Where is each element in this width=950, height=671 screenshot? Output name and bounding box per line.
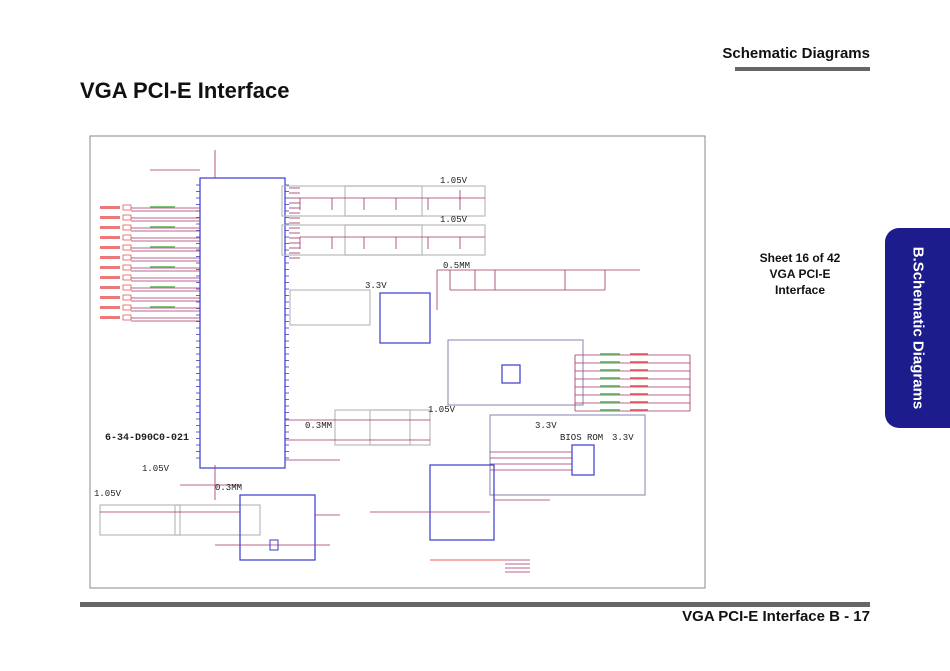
connector [122, 234, 132, 241]
value-label [150, 266, 175, 268]
value-label [600, 369, 620, 371]
sheet-title-1: VGA PCI-E [769, 267, 831, 281]
net-label [630, 353, 648, 355]
connector [122, 254, 132, 261]
net-label [100, 246, 120, 249]
rail-label: 1.05V [440, 215, 468, 225]
regulator-chip [379, 292, 431, 344]
bios-rom-label: BIOS ROM [560, 433, 603, 443]
connector [122, 314, 132, 321]
net-label [100, 216, 120, 219]
sheet-number: Sheet 16 of 42 [759, 251, 841, 265]
bios-rom-chip [571, 444, 595, 476]
net-label [630, 393, 648, 395]
connector [122, 244, 132, 251]
net-label [630, 385, 648, 387]
net-label [630, 409, 648, 411]
value-label [600, 377, 620, 379]
section-tab-label: B.Schematic Diagrams [909, 246, 926, 410]
page-footer: VGA PCI-E Interface B - 17 [682, 608, 870, 625]
schematic-frame [89, 135, 706, 589]
value-label [150, 206, 175, 208]
place-near-box [344, 185, 486, 217]
connector [122, 284, 132, 291]
net-label [100, 236, 120, 239]
strap-chip [429, 464, 495, 541]
value-label [600, 393, 620, 395]
place-near-box [281, 185, 423, 217]
value-label [150, 246, 175, 248]
bios-rom-box [489, 414, 646, 496]
rail-label: 3.3V [612, 433, 634, 443]
section-tab: B.Schematic Diagrams [885, 228, 950, 428]
rail-label: 1.05V [428, 405, 456, 415]
rail-label: 1.05V [94, 489, 122, 499]
net-label [630, 361, 648, 363]
net-label [100, 206, 120, 209]
crystal [269, 539, 279, 551]
net-label [100, 306, 120, 309]
value-label [150, 306, 175, 308]
connector [122, 274, 132, 281]
net-label [630, 377, 648, 379]
place-near-box [369, 409, 431, 446]
value-label [600, 409, 620, 411]
net-label [100, 316, 120, 319]
footer-divider [80, 602, 870, 607]
rail-label: 1.05V [142, 464, 170, 474]
rail-label: 1.05V [440, 176, 468, 186]
net-label [100, 266, 120, 269]
connector [122, 214, 132, 221]
sheet-info: Sheet 16 of 42 VGA PCI-E Interface [740, 250, 860, 298]
place-near-box [174, 504, 261, 536]
connector [122, 224, 132, 231]
value-label [150, 226, 175, 228]
rail-label: 3.3V [365, 281, 387, 291]
value-label [600, 401, 620, 403]
sheet-title-2: Interface [774, 283, 826, 297]
header-divider [735, 67, 870, 71]
value-label [600, 361, 620, 363]
place-near-box [344, 224, 486, 256]
connector [122, 304, 132, 311]
rail-label: 3.3V [535, 421, 557, 431]
connector [122, 264, 132, 271]
rail-label: 0.3MM [215, 483, 242, 493]
value-label [150, 286, 175, 288]
part-number: 6-34-D90C0-021 [105, 433, 189, 444]
net-label [100, 226, 120, 229]
connector [122, 204, 132, 211]
clock-chip [239, 494, 316, 561]
connector [122, 294, 132, 301]
rail-label: 0.5MM [443, 261, 470, 271]
net-label [100, 296, 120, 299]
net-label [630, 369, 648, 371]
rail-label: 0.3MM [305, 421, 332, 431]
thermal-sensor-box [447, 339, 584, 406]
net-label [100, 256, 120, 259]
section-header: Schematic Diagrams [722, 45, 870, 62]
net-label [100, 286, 120, 289]
thermal-sensor-chip [501, 364, 521, 384]
page-title: VGA PCI-E Interface [80, 78, 290, 103]
value-label [600, 353, 620, 355]
gpu-chip [199, 177, 286, 469]
net-label [630, 401, 648, 403]
place-near-box [99, 504, 181, 536]
place-near-box [289, 289, 371, 326]
place-near-box [281, 224, 423, 256]
value-label [600, 385, 620, 387]
net-label [100, 276, 120, 279]
